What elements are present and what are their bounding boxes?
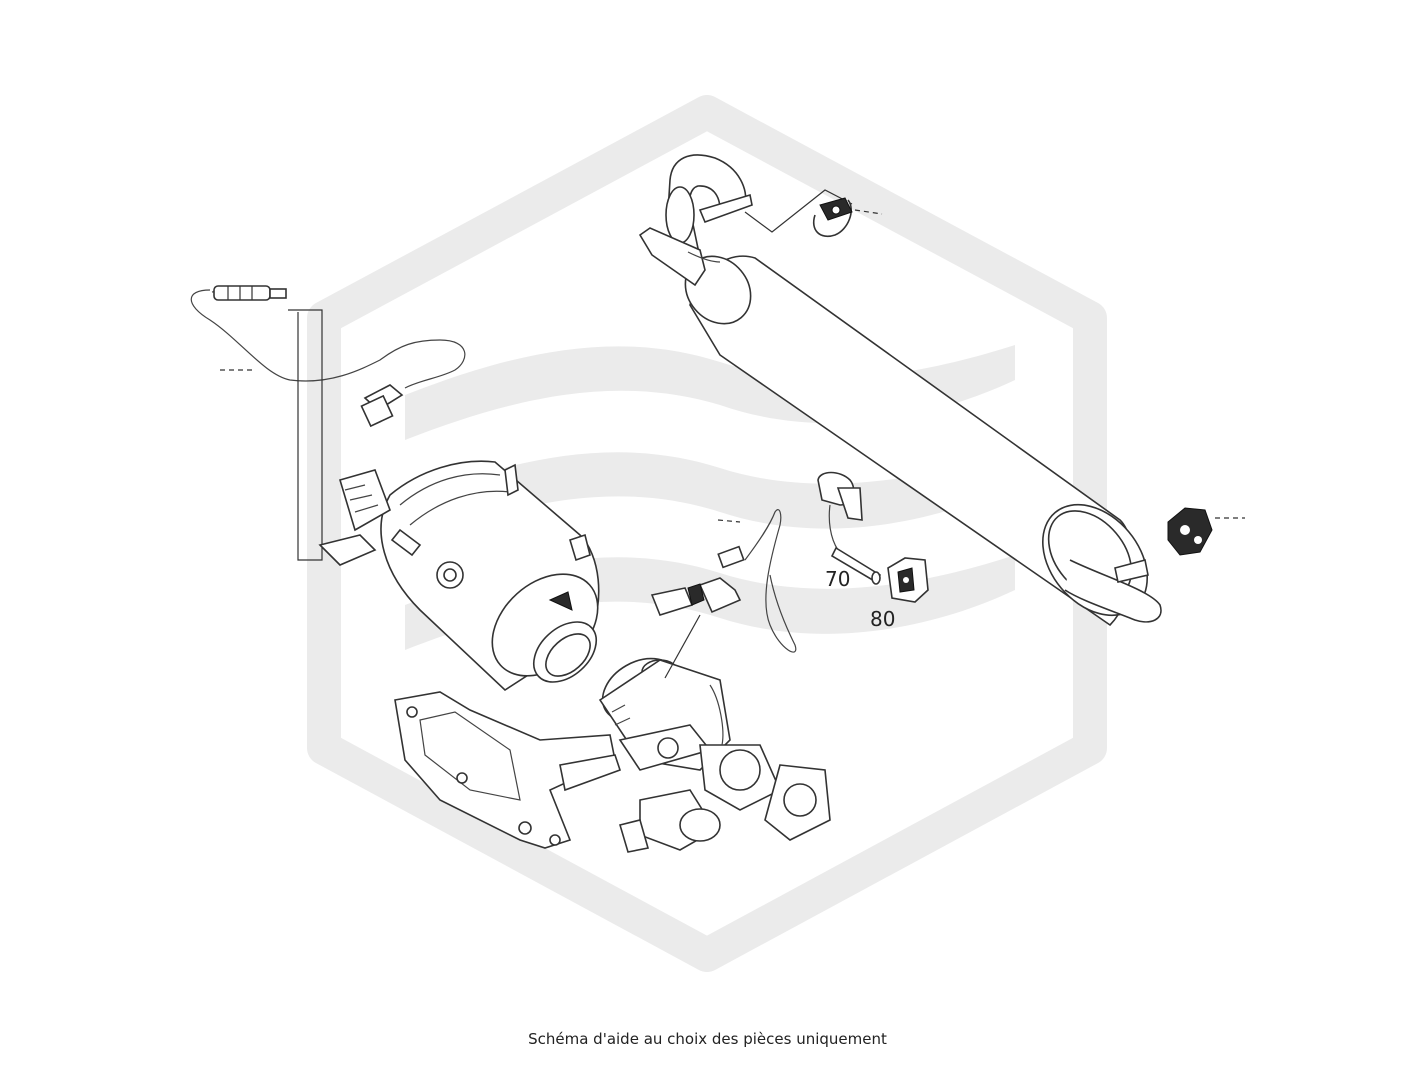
- turbocharger-assembly[interactable]: [591, 646, 831, 853]
- dash-marker-3: [854, 209, 883, 215]
- callout-80[interactable]: 80: [870, 607, 895, 631]
- rubber-isolator[interactable]: [887, 557, 929, 603]
- leader-line-sensor: [288, 309, 323, 561]
- leader-line-clamp: [744, 189, 853, 233]
- hanger-bracket[interactable]: [817, 471, 882, 585]
- callout-70[interactable]: 70: [825, 567, 850, 591]
- dash-marker-2: [717, 519, 741, 523]
- mounting-bracket[interactable]: [394, 691, 622, 849]
- diagram-caption: Schéma d'aide au choix des pièces unique…: [528, 1030, 887, 1048]
- oxygen-sensor-upper[interactable]: [190, 285, 466, 428]
- oxygen-sensor-lower[interactable]: [650, 509, 797, 653]
- leader-line-lower-sensor: [664, 614, 701, 679]
- exhaust-clamp[interactable]: [813, 197, 853, 237]
- rear-muffler[interactable]: [672, 243, 1169, 636]
- muffler-inlet-pipe[interactable]: [638, 154, 753, 287]
- catalytic-converter[interactable]: [318, 460, 618, 696]
- rubber-mount-right[interactable]: [1167, 507, 1213, 556]
